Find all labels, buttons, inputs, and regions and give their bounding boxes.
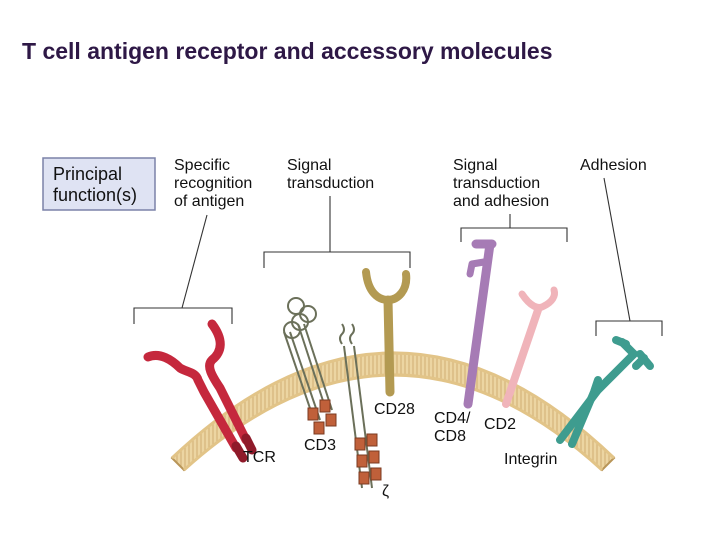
cd28-receptor	[362, 268, 411, 397]
legend-line-1: Principal	[53, 164, 122, 184]
svg-text:Adhesion: Adhesion	[580, 157, 647, 174]
svg-text:of antigen: of antigen	[174, 193, 244, 210]
svg-text:recognition: recognition	[174, 175, 252, 192]
label-integrin: Integrin	[504, 451, 557, 468]
slide-title: T cell antigen receptor and accessory mo…	[22, 38, 553, 64]
svg-text:transduction: transduction	[287, 175, 374, 192]
bracket-cd3-cd28	[263, 196, 411, 268]
label-cd28: CD28	[374, 401, 415, 418]
function-label-adhesion: Adhesion	[580, 157, 647, 174]
label-cd3: CD3	[304, 437, 336, 454]
zeta-chain	[339, 323, 382, 489]
svg-text:Specific: Specific	[174, 157, 230, 174]
label-cd8: CD8	[434, 428, 466, 445]
bracket-cd4-cd2	[460, 214, 568, 242]
cd2-receptor	[502, 286, 558, 408]
function-label-signal-transduction: Signal transduction	[287, 157, 374, 192]
tcr-receptor	[143, 319, 257, 463]
principal-functions-box: Principal function(s)	[42, 157, 156, 211]
function-label-specific-recognition: Specific recognition of antigen	[174, 157, 252, 210]
label-zeta: ζ	[382, 483, 389, 500]
svg-text:Signal: Signal	[453, 157, 497, 174]
integrin-receptor	[556, 336, 654, 448]
cd4-cd8-receptor	[463, 239, 497, 409]
bracket-tcr	[133, 214, 233, 324]
cd3-complex	[283, 297, 337, 435]
legend-line-2: function(s)	[53, 185, 137, 205]
function-label-signal-transduction-adhesion: Signal transduction and adhesion	[453, 157, 549, 210]
svg-text:transduction: transduction	[453, 175, 540, 192]
label-cd2: CD2	[484, 416, 516, 433]
bracket-integrin	[595, 177, 663, 336]
label-cd4: CD4/	[434, 410, 471, 427]
svg-text:Signal: Signal	[287, 157, 331, 174]
label-tcr: TCR	[243, 449, 276, 466]
svg-text:and adhesion: and adhesion	[453, 193, 549, 210]
